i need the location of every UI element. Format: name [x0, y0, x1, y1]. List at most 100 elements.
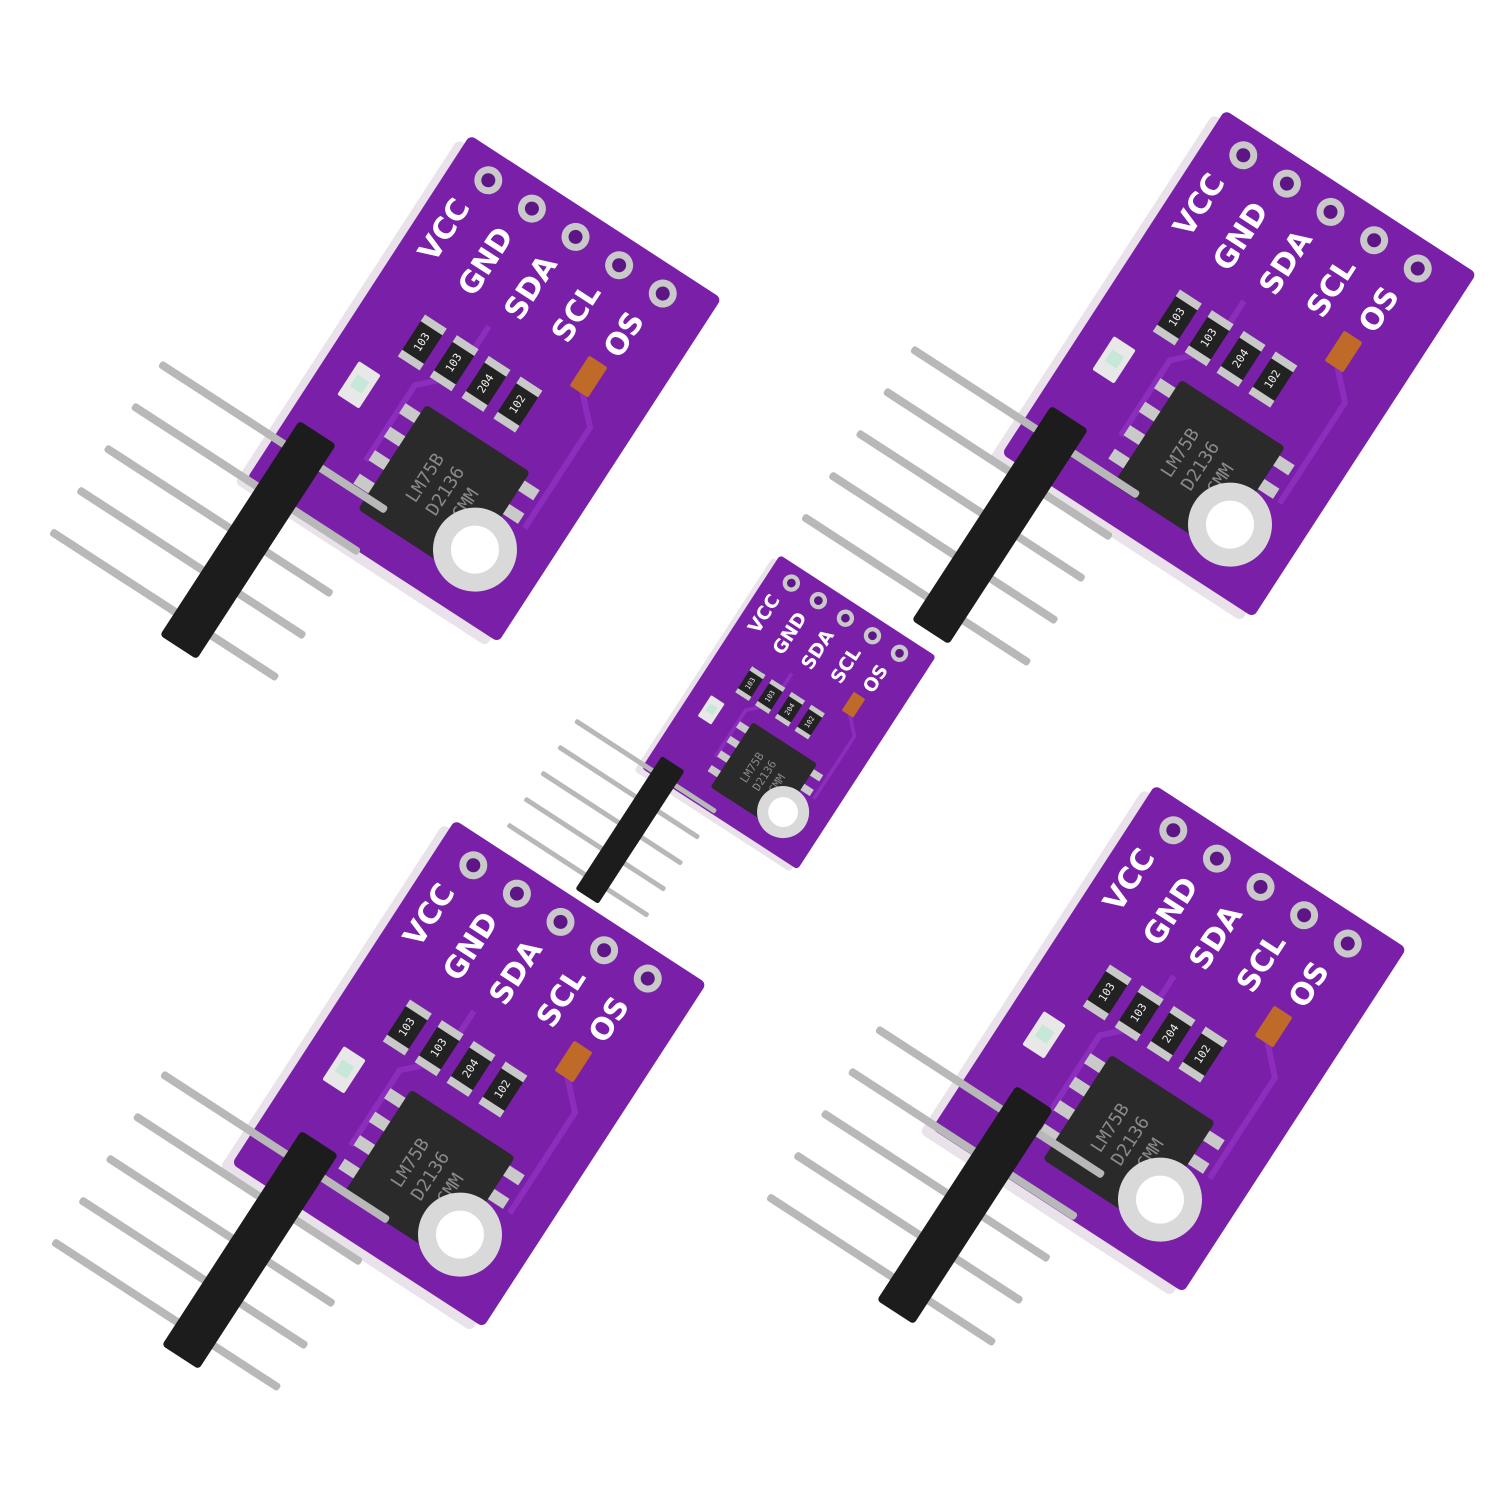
header-pin: [309, 459, 388, 513]
smd-cap-end: [1271, 351, 1298, 373]
header-pin: [980, 570, 1058, 624]
pin-hole: [1323, 204, 1338, 219]
pin-hole: [1166, 823, 1181, 838]
smd-cap-end: [1082, 999, 1109, 1021]
header-pin: [829, 472, 966, 564]
pin-hole: [1236, 148, 1251, 163]
pin-hole: [787, 578, 796, 588]
header-plastic: [163, 1132, 337, 1368]
header-pin: [158, 361, 296, 453]
header-pin: [49, 529, 187, 621]
header-plastic: [878, 1087, 1052, 1323]
header-pin: [945, 1250, 1023, 1304]
led-lens: [705, 703, 718, 716]
header-pin: [821, 1110, 958, 1202]
smd-cap-end: [461, 391, 488, 412]
pin-hole: [1297, 908, 1312, 923]
header-pin: [600, 884, 649, 918]
smd-cap-end: [493, 411, 520, 433]
smd-capacitor: [842, 692, 865, 718]
pin-hole: [1340, 936, 1355, 951]
smd-cap-end: [1248, 386, 1275, 408]
pin-hole: [1410, 261, 1425, 276]
led-lens: [349, 374, 370, 394]
smd-capacitor: [570, 356, 607, 397]
smd-cap-end: [1175, 289, 1202, 311]
pin-hole: [655, 286, 670, 301]
led-lens: [1104, 349, 1125, 369]
header-pin: [794, 1152, 931, 1244]
header-pin: [617, 858, 666, 892]
header-pin: [848, 1068, 985, 1160]
header-pin: [952, 612, 1031, 666]
pin-hole: [612, 258, 627, 273]
header-pin: [1007, 528, 1085, 582]
header-pin: [311, 1169, 390, 1223]
mounting-hole: [435, 1210, 484, 1259]
header-pin: [255, 543, 333, 597]
pin-hole: [597, 943, 612, 958]
header-pin: [557, 745, 643, 802]
header-pin: [257, 1253, 335, 1307]
smd-cap-end: [420, 314, 447, 336]
pin-hole: [1253, 879, 1268, 894]
pin-hole: [1367, 233, 1382, 248]
smd-cap-end: [1184, 345, 1211, 367]
pcb-trace: [1207, 1035, 1279, 1180]
header-pin: [910, 346, 1048, 438]
mounting-hole: [450, 525, 499, 574]
smd-cap-end: [794, 726, 811, 740]
smd-cap-end: [382, 1034, 409, 1056]
smd-cap-end: [1216, 366, 1243, 387]
smd-cap-end: [478, 1096, 505, 1118]
pin-hole: [640, 971, 655, 986]
smd-cap-end: [1137, 985, 1164, 1007]
pin-hole: [841, 613, 850, 623]
header-pin: [160, 1071, 298, 1163]
header-plastic: [161, 422, 335, 658]
smd-cap-end: [754, 700, 772, 714]
smd-cap-end: [484, 355, 511, 377]
pin-header: [51, 1071, 390, 1391]
header-pin: [1026, 1124, 1105, 1178]
header-pin: [651, 806, 700, 840]
header-pin: [202, 1337, 281, 1391]
mounting-hole: [1135, 1175, 1184, 1224]
smd-cap-end: [749, 666, 766, 680]
pin-hole: [509, 886, 524, 901]
pin-header: [766, 1026, 1105, 1346]
smd-cap-end: [808, 704, 825, 718]
smd-cap-end: [1169, 1005, 1196, 1027]
smd-cap-end: [437, 1020, 464, 1042]
smd-cap-end: [397, 349, 424, 371]
header-pin: [131, 403, 268, 495]
smd-cap-end: [788, 691, 806, 705]
smd-capacitor: [555, 1041, 592, 1082]
pin-header: [507, 719, 717, 918]
header-pin: [507, 823, 592, 880]
smd-cap-end: [501, 1061, 528, 1083]
smd-capacitor: [1325, 331, 1362, 372]
pcb-trace: [507, 1070, 579, 1215]
led-lens: [334, 1059, 355, 1079]
header-pin: [856, 430, 993, 522]
header-pin: [1061, 444, 1140, 498]
pin-hole: [466, 858, 481, 873]
pin-hole: [1279, 176, 1294, 191]
smd-cap-end: [1207, 310, 1234, 332]
header-pin: [79, 1197, 216, 1289]
header-pin: [875, 1026, 1013, 1118]
header-pin: [228, 585, 306, 639]
header-plastic: [576, 756, 684, 904]
header-pin: [540, 771, 626, 828]
smd-cap-end: [1201, 1026, 1228, 1048]
led-lens: [1034, 1024, 1055, 1044]
header-pin: [917, 1292, 996, 1346]
pcb-trace: [522, 385, 594, 530]
header-pin: [1034, 486, 1113, 540]
